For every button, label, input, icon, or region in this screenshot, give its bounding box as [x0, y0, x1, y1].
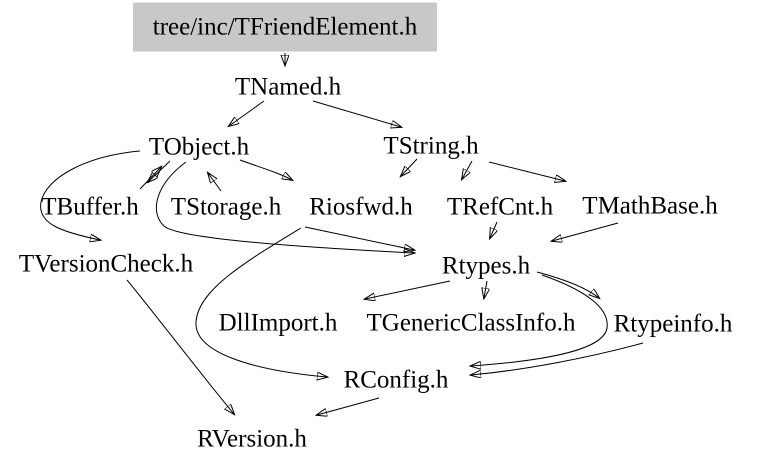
node-tstorage[interactable]: TStorage.h	[170, 193, 282, 221]
node-trefcnt[interactable]: TRefCnt.h	[446, 193, 554, 221]
edge-tobject-to-riosfwd	[239, 159, 292, 180]
edge-tversioncheck-to-rversion	[126, 279, 234, 414]
edge-tnamed-to-tstring	[312, 100, 401, 127]
node-tobject[interactable]: TObject.h	[148, 133, 250, 161]
node-tversioncheck[interactable]: TVersionCheck.h	[18, 250, 194, 278]
edge-rconfig-to-rversion	[317, 397, 380, 415]
node-riosfwd[interactable]: Riosfwd.h	[309, 193, 413, 221]
edge-tstring-to-tmathbase	[488, 161, 565, 181]
edge-tobject-to-tversioncheck	[40, 150, 141, 240]
edge-rtypes-to-dllimport	[365, 280, 451, 299]
edge-tstorage-to-tobject	[208, 173, 222, 192]
edge-riosfwd-to-rtypes	[304, 226, 414, 250]
edge-trefcnt-to-rtypes	[490, 221, 497, 238]
node-tfriendelement-root: tree/inc/TFriendElement.h	[133, 2, 437, 52]
edge-tstring-to-riosfwd	[401, 158, 418, 176]
edge-tobject-to-rtypes	[155, 161, 414, 253]
edge-rtypes-to-rtypeinfo	[536, 271, 599, 298]
edge-rtypeinfo-to-rconfig	[471, 342, 644, 375]
node-rtypeinfo[interactable]: Rtypeinfo.h	[613, 310, 733, 338]
node-tstring[interactable]: TString.h	[383, 132, 479, 160]
edge-tmathbase-to-rtypes	[552, 222, 619, 241]
node-tbuffer[interactable]: TBuffer.h	[41, 193, 139, 221]
node-rconfig[interactable]: RConfig.h	[343, 366, 449, 394]
node-dllimport[interactable]: DllImport.h	[218, 309, 338, 337]
node-tmathbase[interactable]: TMathBase.h	[582, 192, 718, 220]
node-rversion[interactable]: RVersion.h	[197, 425, 307, 453]
edge-tbuffer-to-tobject	[139, 167, 161, 190]
node-tgenericclassinfo[interactable]: TGenericClassInfo.h	[366, 309, 576, 337]
edge-tobject-to-tbuffer	[148, 160, 171, 182]
node-rtypes[interactable]: Rtypes.h	[441, 252, 531, 280]
node-tnamed[interactable]: TNamed.h	[234, 73, 342, 101]
edge-rtypes-to-rconfig	[471, 274, 608, 366]
edge-tstring-to-trefcnt	[462, 160, 473, 179]
edge-rtypes-to-tgenericclassinfo	[484, 280, 487, 298]
edge-tnamed-to-tobject	[229, 100, 265, 126]
edge-riosfwd-to-rconfig	[195, 227, 327, 377]
